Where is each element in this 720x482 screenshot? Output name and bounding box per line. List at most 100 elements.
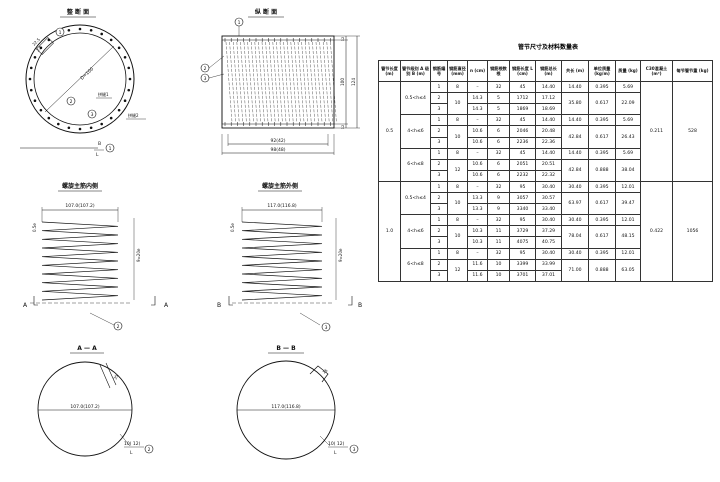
rebar-dot: [67, 28, 71, 32]
count-cell: 6: [487, 169, 510, 182]
rebar-dot: [127, 88, 131, 92]
sum-length-cell: 14.40: [561, 114, 589, 127]
plan-diameter-line: [44, 45, 115, 113]
rebar-no-cell: 3: [430, 136, 448, 149]
unit-mass-cell: 0.888: [588, 258, 616, 283]
rebar-dot: [127, 66, 131, 70]
plan-rebar-dots: [28, 27, 132, 131]
length-cell: 2051: [509, 158, 536, 171]
unit-mass-cell: 0.617: [588, 192, 616, 216]
sum-length-cell: 63.97: [561, 192, 589, 216]
elev-dim-r1: 12: [341, 37, 345, 42]
mass-cell: 63.05: [615, 258, 641, 283]
total-cell: 14.40: [535, 114, 562, 127]
mass-cell: 5.69: [615, 81, 641, 94]
length-cell: 3399: [509, 258, 536, 271]
rebar-no-cell: 1: [430, 214, 448, 227]
diameter-cell: 10: [447, 92, 468, 116]
count-cell: 6: [487, 158, 510, 171]
section-b-title: B — B: [276, 345, 296, 352]
sum-length-cell: 42.84: [561, 125, 589, 149]
plan-bottom-note: 拼缝2: [128, 112, 139, 118]
table-header-cell: 管节级别 A 级别 B (m): [400, 59, 431, 83]
outer-spiral-height: 9=20e: [338, 248, 343, 262]
sum-length-cell: 71.00: [561, 258, 589, 283]
table-header-cell: 管节长度 (m): [378, 59, 401, 83]
length-cell: 2046: [509, 125, 536, 138]
pipe-length-cell: 1.0: [378, 180, 401, 283]
elev-callout-3: 3: [204, 76, 207, 82]
unit-mass-cell: 0.617: [588, 125, 616, 149]
elev-callout-2: 2: [204, 66, 207, 72]
pitch-cell: –: [467, 214, 488, 227]
diameter-cell: 8: [447, 81, 468, 94]
rebar-line: [258, 41, 265, 123]
length-cell: 1712: [509, 92, 536, 105]
table-header-cell: 质量 (kg): [615, 59, 641, 83]
unit-mass-cell: 0.395: [588, 114, 616, 127]
rebar-dot: [100, 122, 103, 126]
callout-2-circle: [66, 96, 76, 106]
inner-spiral-width: 107.0(107.2): [65, 203, 95, 209]
mass-cell: 12.01: [615, 247, 641, 260]
count-cell: 32: [487, 114, 510, 127]
pitch-cell: 10.6: [467, 169, 488, 182]
pitch-cell: 10.3: [467, 225, 488, 238]
section-a-overlap: 35: [112, 373, 119, 380]
length-cell: 45: [509, 81, 536, 94]
inner-spiral-zigzag: [41, 221, 119, 301]
table-header-cell: 钢筋编号: [430, 59, 448, 83]
total-cell: 17.12: [535, 92, 562, 105]
pitch-cell: –: [467, 114, 488, 127]
total-cell: 30.40: [535, 214, 562, 227]
pitch-cell: 11.6: [467, 258, 488, 271]
table-header-cell: 共长 (m): [561, 59, 589, 83]
rebar-no-cell: 3: [430, 269, 448, 283]
sum-length-cell: 30.40: [561, 180, 589, 194]
unit-mass-cell: 0.617: [588, 225, 616, 249]
rebar-dot: [78, 27, 82, 31]
rebar-no-cell: 3: [430, 236, 448, 249]
section-b-label: 10( 12): [328, 441, 345, 447]
rebar-no-cell: 1: [430, 180, 448, 194]
rebar-line: [308, 41, 315, 123]
count-cell: 11: [487, 225, 510, 238]
elevation-rebar-ticks: [224, 38, 331, 126]
rebar-line: [269, 41, 276, 123]
count-cell: 11: [487, 236, 510, 249]
table-header-cell: 单位质量 (kg/m): [588, 59, 616, 83]
rebar-line: [283, 41, 290, 123]
diameter-cell: 8: [447, 180, 468, 194]
class-cell: 0.5<h≤4: [400, 180, 431, 216]
section-b-diameter: 117.0(116.8): [271, 404, 301, 410]
rebar-line: [261, 41, 269, 123]
total-cell: 37.29: [535, 225, 562, 238]
svg-text:L: L: [96, 152, 99, 158]
plan-dim-2: 2.5: [35, 44, 43, 52]
section-b-sub: L: [334, 450, 337, 456]
section-a-label: 10( 12): [124, 441, 141, 447]
outer-spiral-view: 螺旋主筋外侧 117.0(116.8) 0.5e 9=20e B B 3: [217, 182, 362, 332]
plan-note: 拼缝1: [98, 91, 109, 97]
inner-section-right: A: [164, 302, 169, 309]
callout-3-label: 3: [91, 112, 94, 118]
rebar-no-cell: 1: [430, 147, 448, 160]
rebar-no-cell: 3: [430, 169, 448, 182]
diameter-cell: 8: [447, 214, 468, 227]
unit-mass-cell: 0.395: [588, 214, 616, 227]
total-cell: 40.75: [535, 236, 562, 249]
rebar-line: [251, 41, 258, 123]
mass-cell: 12.01: [615, 214, 641, 227]
total-cell: 14.40: [535, 81, 562, 94]
section-b-callout: 3: [353, 447, 356, 453]
elev-dim-r2: 100: [340, 78, 345, 86]
rebar-line: [225, 41, 233, 123]
rebar-no-cell: 1: [430, 114, 448, 127]
pitch-cell: –: [467, 81, 488, 94]
rebar-no-cell: 1: [430, 81, 448, 94]
rebar-no-cell: 2: [430, 225, 448, 238]
diameter-cell: 8: [447, 247, 468, 260]
rebar-dot: [100, 32, 103, 36]
